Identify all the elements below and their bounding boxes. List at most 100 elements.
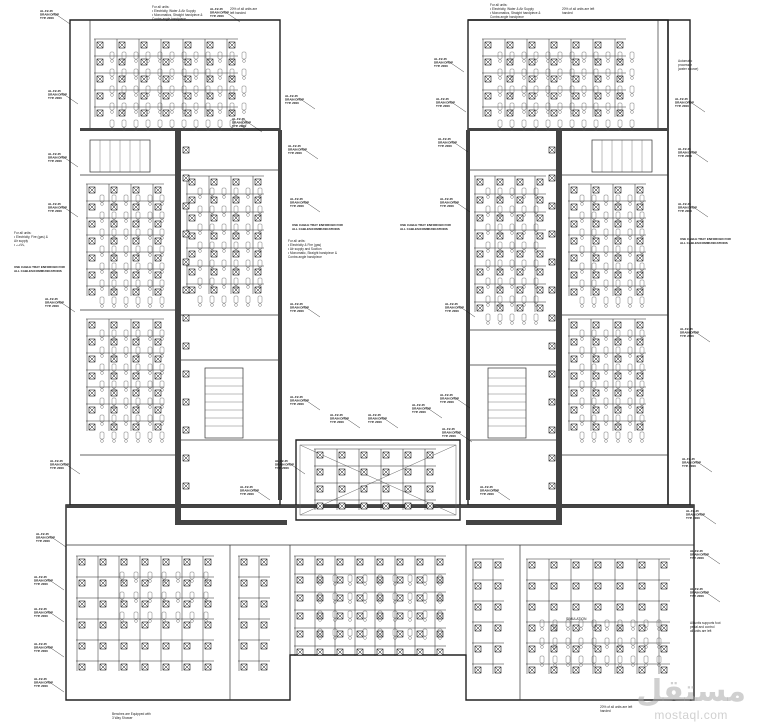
light-fixture-icon	[548, 482, 556, 490]
dental-chair-icon	[111, 279, 117, 291]
circuit-tag-text: AL-F2-45	[675, 97, 688, 101]
note-center-3: • Air supply and Suction	[288, 247, 322, 251]
note-bottom-left-2: 3 Way Shower	[112, 716, 134, 720]
dental-chair-icon	[557, 51, 563, 63]
circuit-tag-text: AL-F2-45	[678, 147, 691, 151]
note-left-mid-2: • Electricity, Fire (gas) &	[14, 235, 49, 239]
light-fixture-icon	[140, 92, 148, 100]
dental-chair-icon	[111, 431, 117, 443]
dental-chair-icon	[615, 228, 621, 240]
light-fixture-icon	[210, 196, 218, 204]
light-fixture-icon	[132, 203, 140, 211]
light-fixture-icon	[548, 398, 556, 406]
dental-chair-icon	[656, 655, 662, 667]
light-fixture-icon	[88, 237, 96, 245]
dental-chair-icon	[591, 619, 597, 631]
stair-treads	[99, 140, 643, 427]
dental-chair-icon	[245, 259, 251, 271]
dental-chair-icon	[99, 211, 105, 223]
dental-chair-icon	[627, 414, 633, 426]
circuit-tag-text: DRAIN DROP	[445, 305, 464, 309]
light-fixture-icon	[110, 203, 118, 211]
light-fixture-icon	[296, 648, 304, 656]
circuit-tag-text: DRAIN DROP	[50, 462, 69, 466]
light-fixture-icon	[118, 75, 126, 83]
dental-chair-icon	[627, 346, 633, 358]
light-fixture-icon	[210, 214, 218, 222]
dental-chair-icon	[639, 279, 645, 291]
light-fixture-icon	[496, 268, 504, 276]
light-fixture-icon	[572, 41, 580, 49]
dental-chair-icon	[229, 51, 235, 63]
circuit-tag-text: TYP. 2000	[288, 151, 302, 155]
dental-chair-icon	[157, 119, 163, 131]
light-fixture-icon	[616, 582, 624, 590]
note-far-right-3: all units are left	[690, 629, 712, 633]
dental-chair-icon	[317, 628, 323, 640]
dental-chair-icon	[111, 296, 117, 308]
dental-chair-icon	[617, 51, 623, 63]
circuit-tag-text: DRAIN DROP	[34, 578, 53, 582]
light-fixture-icon	[636, 237, 644, 245]
light-fixture-icon	[570, 321, 578, 329]
dental-chair-icon	[557, 102, 563, 114]
dental-chair-icon	[579, 363, 585, 375]
light-fixture-icon	[254, 178, 262, 186]
dental-chair-icon	[145, 102, 151, 114]
light-fixture-icon	[636, 406, 644, 414]
circuit-tag-text: DRAIN DROP	[434, 60, 453, 64]
circuit-tag-text: DRAIN DROP	[680, 330, 699, 334]
dental-chair-icon	[533, 187, 539, 199]
light-fixture-icon	[232, 178, 240, 186]
dental-chair-icon	[627, 363, 633, 375]
dental-chair-icon	[509, 241, 515, 253]
light-fixture-icon	[204, 600, 212, 608]
dental-chair-icon	[159, 346, 165, 358]
dental-chair-icon	[197, 187, 203, 199]
dental-chair-icon	[135, 380, 141, 392]
dental-chair-icon	[603, 363, 609, 375]
dental-chair-icon	[123, 262, 129, 274]
light-fixture-icon	[570, 271, 578, 279]
light-fixture-icon	[110, 355, 118, 363]
light-fixture-icon	[404, 451, 412, 459]
dental-chair-icon	[233, 295, 239, 307]
dental-chair-icon	[593, 68, 599, 80]
light-fixture-icon	[516, 232, 524, 240]
dental-chair-icon	[209, 241, 215, 253]
light-fixture-icon	[228, 58, 236, 66]
dental-chair-icon	[257, 205, 263, 217]
light-fixture-icon	[614, 237, 622, 245]
light-fixture-icon	[528, 109, 536, 117]
light-fixture-icon	[570, 338, 578, 346]
light-fixture-icon	[528, 645, 536, 653]
light-fixture-icon	[528, 603, 536, 611]
light-fixture-icon	[536, 268, 544, 276]
light-fixture-icon	[88, 321, 96, 329]
dental-chair-icon	[99, 228, 105, 240]
light-fixture-icon	[536, 214, 544, 222]
light-fixture-icon	[206, 92, 214, 100]
dental-chair-icon	[147, 431, 153, 443]
light-fixture-icon	[616, 92, 624, 100]
thick-walls	[66, 128, 694, 525]
dental-chair-icon	[123, 363, 129, 375]
light-fixture-icon	[548, 314, 556, 322]
light-fixture-icon	[476, 232, 484, 240]
dental-chair-icon	[121, 51, 127, 63]
dental-chair-icon	[521, 241, 527, 253]
dental-chair-icon	[203, 611, 209, 623]
light-fixture-icon	[382, 502, 390, 510]
dental-chair-icon	[99, 245, 105, 257]
dental-chair-icon	[181, 119, 187, 131]
light-fixture-icon	[140, 109, 148, 117]
dental-chair-icon	[233, 223, 239, 235]
light-fixture-icon	[154, 237, 162, 245]
dental-chair-icon	[603, 380, 609, 392]
light-fixture-icon	[254, 196, 262, 204]
light-fixture-icon	[120, 663, 128, 671]
circuit-tag-text: TYP. 2000	[678, 154, 692, 158]
light-fixture-icon	[550, 109, 558, 117]
